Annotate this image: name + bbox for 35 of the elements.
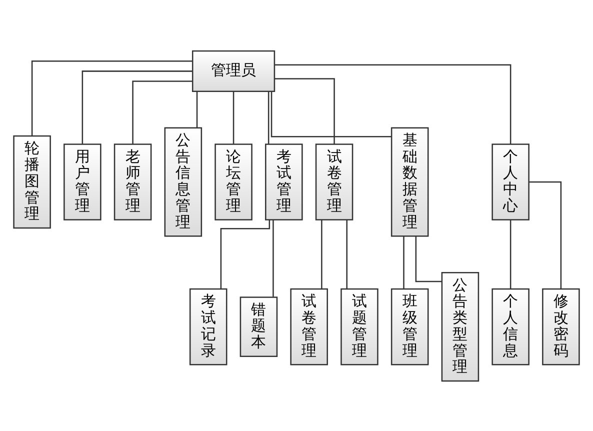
connector	[196, 91, 198, 128]
node-box: 轮播图管理	[13, 134, 51, 228]
node-box: 班级管理	[390, 288, 429, 365]
connector	[403, 236, 404, 288]
connector	[529, 180, 562, 288]
node-box: 公告信息管理	[164, 126, 202, 236]
node-box: 考试记录	[189, 288, 228, 365]
connector	[270, 91, 392, 137]
connector	[510, 220, 512, 289]
node-box: 考试管理	[265, 143, 303, 220]
connector	[346, 220, 348, 289]
connector	[268, 91, 270, 144]
node-box: 修改密码	[542, 288, 580, 365]
connector	[82, 70, 192, 144]
connector	[232, 91, 234, 144]
connector	[321, 220, 322, 289]
connector	[275, 64, 512, 144]
node-box: 错题本	[240, 296, 278, 357]
node-box: 个人中心	[492, 143, 530, 220]
node-box: 试题管理	[340, 288, 378, 365]
connector	[220, 220, 270, 288]
connector	[415, 236, 442, 282]
connector	[132, 80, 193, 144]
connector	[272, 220, 274, 296]
node-box: 试卷管理	[315, 143, 354, 220]
connector	[31, 60, 192, 136]
node-box: 老师管理	[114, 143, 152, 220]
node-box: 用户管理	[64, 143, 102, 220]
node-box: 管理员	[192, 50, 276, 92]
node-box: 试卷管理	[290, 288, 328, 365]
node-box: 论坛管理	[214, 143, 252, 220]
connector	[274, 78, 335, 144]
node-box: 个人信息	[492, 288, 530, 365]
node-box: 基础数据管理	[390, 126, 429, 236]
node-box: 公告类型管理	[441, 272, 480, 382]
